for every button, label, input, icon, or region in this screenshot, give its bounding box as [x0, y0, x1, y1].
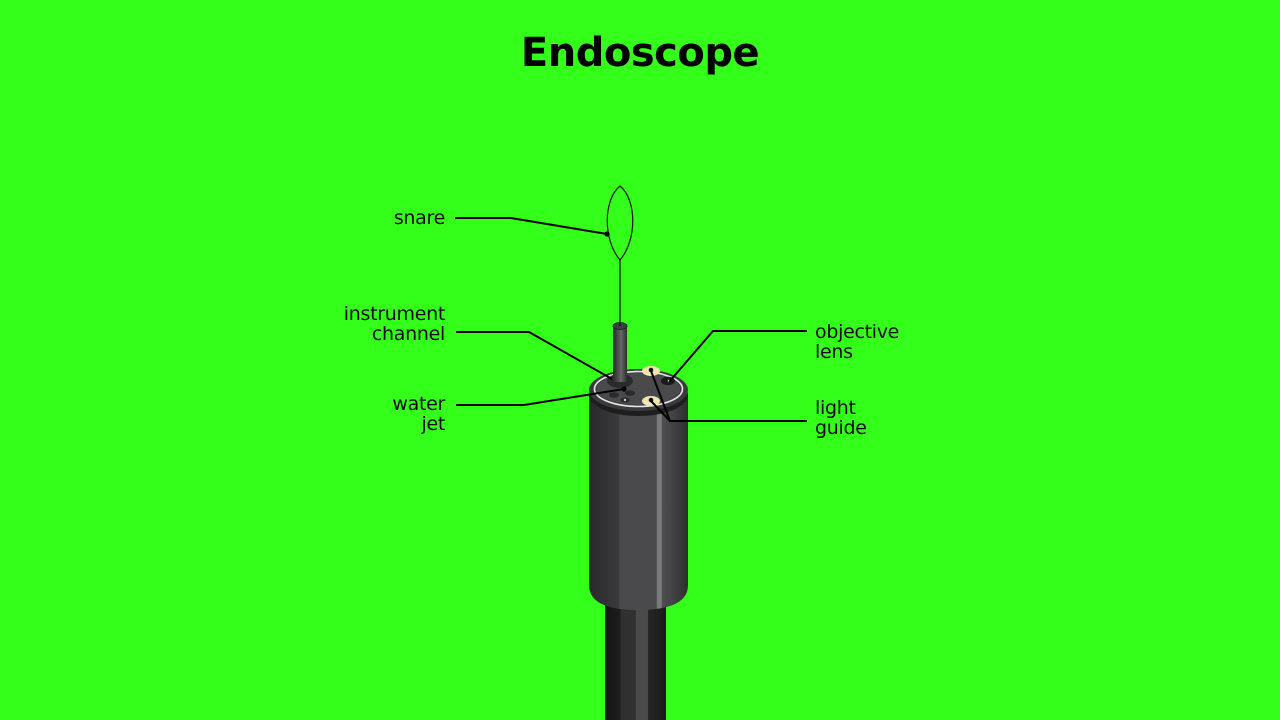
diagram-title: Endoscope: [520, 30, 760, 76]
instrument-rod: [612, 322, 628, 382]
snare-loop: [606, 185, 634, 326]
water-jet-opening: [609, 392, 619, 398]
label-water-jet: water jet: [392, 393, 445, 435]
label-objective-lens: objective lens: [815, 321, 900, 363]
label-snare: snare: [393, 207, 445, 229]
label-light-guide: light guide: [815, 397, 867, 439]
insertion-tube: [605, 598, 666, 720]
leader-lines: [455, 217, 807, 422]
distal-tip-body: [589, 366, 688, 610]
label-instrument-channel: instrument channel: [343, 303, 446, 345]
